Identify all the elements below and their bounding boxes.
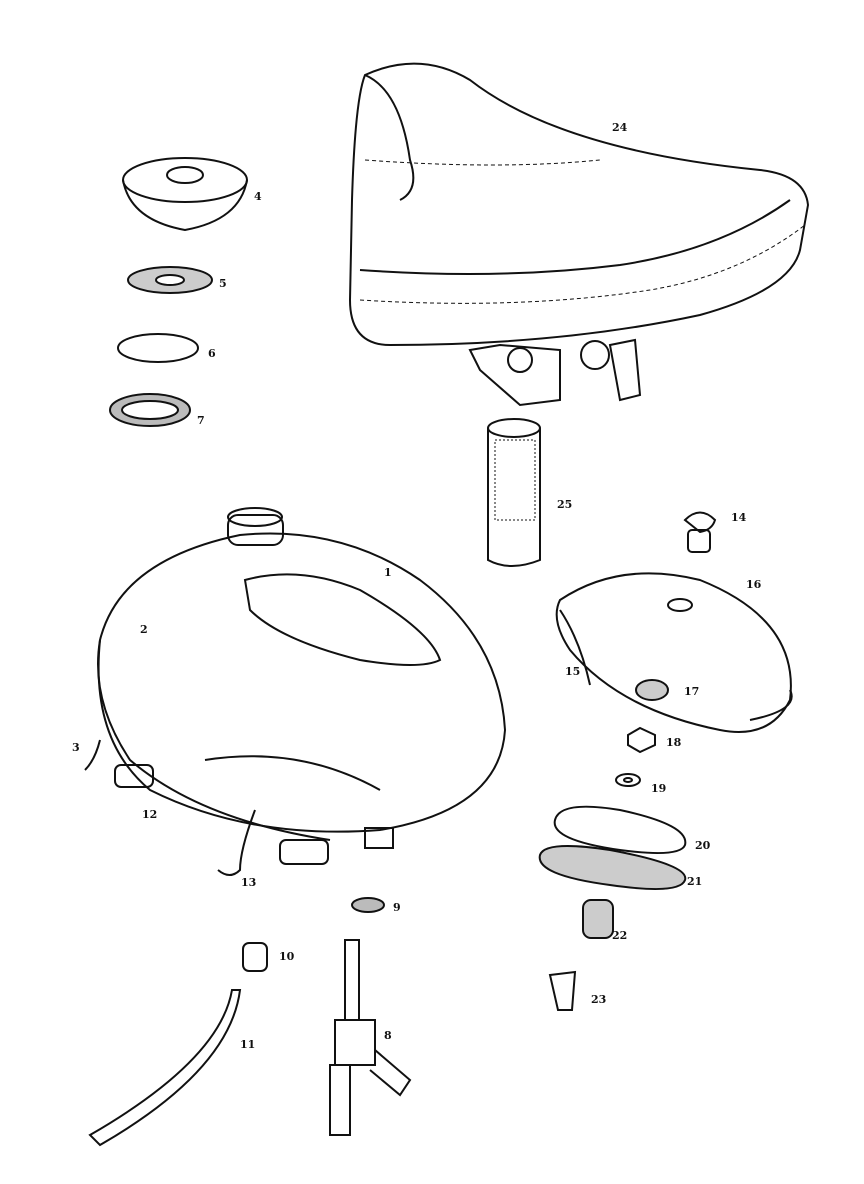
part-label-12: 12 bbox=[142, 808, 158, 821]
part-label-11: 11 bbox=[240, 1038, 256, 1051]
part-label-16: 16 bbox=[746, 578, 762, 591]
seat-drawing bbox=[348, 62, 810, 407]
part-label-13: 13 bbox=[241, 876, 257, 889]
filler-cap-drawing bbox=[122, 157, 248, 203]
part-label-14: 14 bbox=[731, 511, 747, 524]
fuel-tap-drawing bbox=[88, 897, 412, 1147]
part-label-2: 2 bbox=[140, 623, 148, 636]
cap-plate-drawing bbox=[117, 333, 199, 363]
part-label-8: 8 bbox=[384, 1029, 392, 1042]
part-label-1: 1 bbox=[384, 566, 392, 579]
part-label-7: 7 bbox=[197, 414, 205, 427]
seat-post-drawing bbox=[487, 418, 541, 567]
part-label-3: 3 bbox=[72, 741, 80, 754]
part-label-18: 18 bbox=[666, 736, 682, 749]
part-label-5: 5 bbox=[219, 277, 227, 290]
part-label-19: 19 bbox=[651, 782, 667, 795]
part-label-20: 20 bbox=[695, 839, 711, 852]
part-label-6: 6 bbox=[208, 347, 216, 360]
part-label-4: 4 bbox=[254, 190, 262, 203]
part-label-21: 21 bbox=[687, 875, 703, 888]
rubber-block-drawing bbox=[114, 764, 154, 788]
tank-cover-drawing bbox=[538, 511, 793, 1011]
part-label-24: 24 bbox=[612, 121, 628, 134]
part-label-25: 25 bbox=[557, 498, 573, 511]
part-label-22: 22 bbox=[612, 929, 628, 942]
part-label-15: 15 bbox=[565, 665, 581, 678]
part-label-23: 23 bbox=[591, 993, 607, 1006]
part-label-17: 17 bbox=[684, 685, 700, 698]
fuel-tank-drawing bbox=[84, 507, 507, 876]
filler-cap-skirt bbox=[122, 179, 248, 232]
part-label-10: 10 bbox=[279, 950, 295, 963]
part-label-9: 9 bbox=[393, 901, 401, 914]
